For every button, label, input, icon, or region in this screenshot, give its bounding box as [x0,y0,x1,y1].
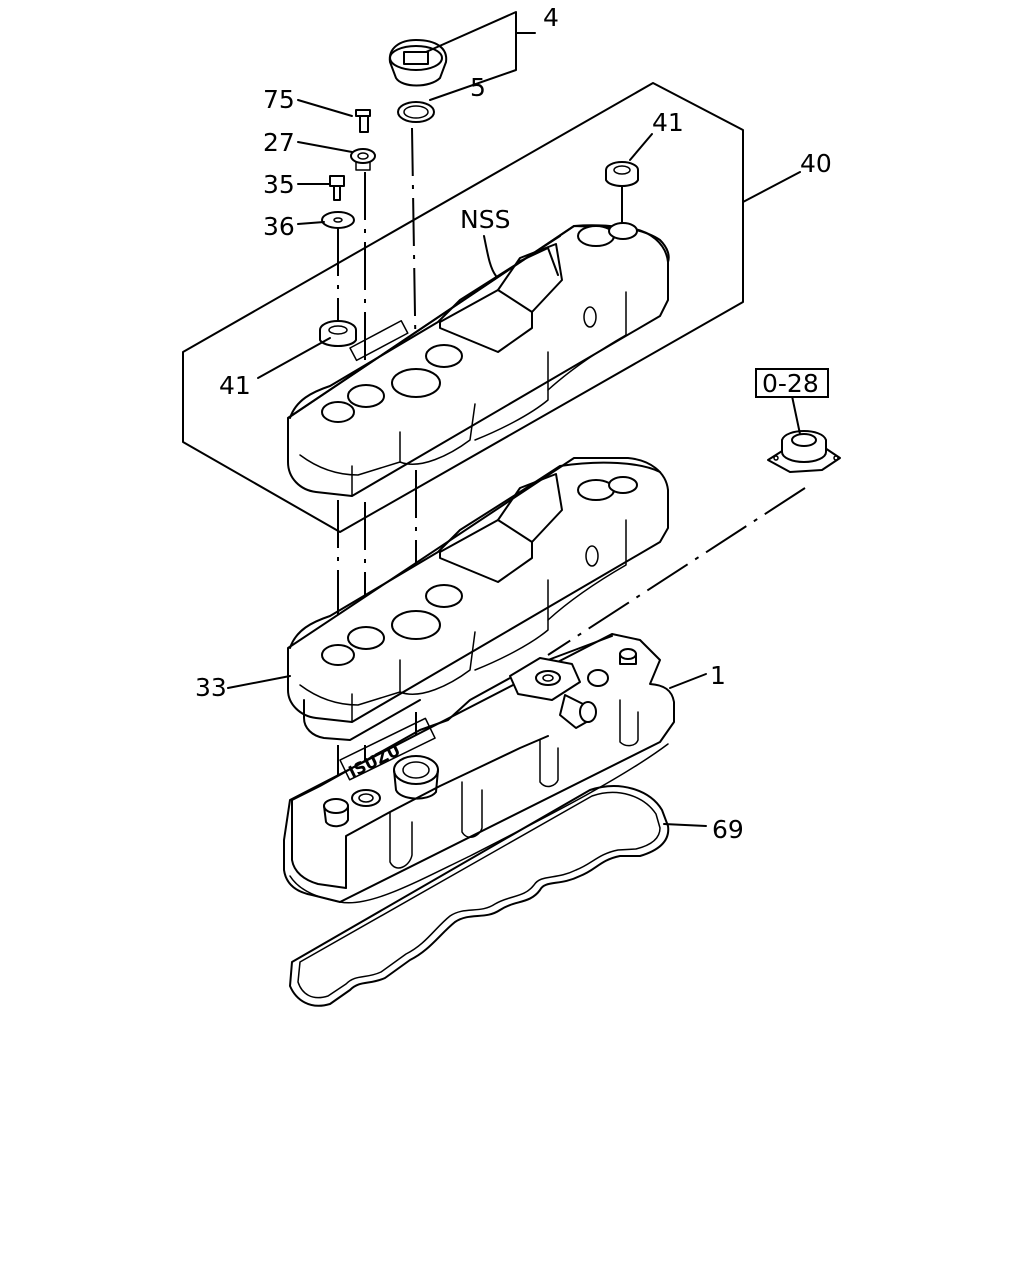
label-part-nss: NSS [460,205,510,234]
label-part-33: 33 [195,673,227,702]
lower-rocker-cover-1: ISUZU [283,633,675,904]
label-part-40: 40 [800,149,832,178]
label-part-27: 27 [263,128,295,157]
assembly-40-outline [182,82,744,533]
label-part-75: 75 [263,85,295,114]
label-part-41-lower: 41 [219,371,251,400]
label-part-41-upper: 41 [652,108,684,137]
gasket-69 [289,785,670,1007]
upper-rocker-cover [287,222,670,497]
label-part-36: 36 [263,212,295,241]
pcv-valve [767,430,841,473]
label-part-4: 4 [543,3,559,32]
label-part-1: 1 [710,661,726,690]
oil-filler-cap [388,39,448,123]
fasteners [319,109,639,347]
callout-labels: 4 5 75 27 35 36 41 40 NSS 41 0-28 33 1 6… [195,3,832,844]
boxed-callout-0-28: 0-28 [755,368,829,398]
label-part-69: 69 [712,815,744,844]
label-part-5: 5 [470,73,486,102]
label-part-35: 35 [263,170,295,199]
middle-cover-33 [287,457,669,741]
leader-lines [227,11,801,827]
label-part-0-28: 0-28 [762,369,819,398]
